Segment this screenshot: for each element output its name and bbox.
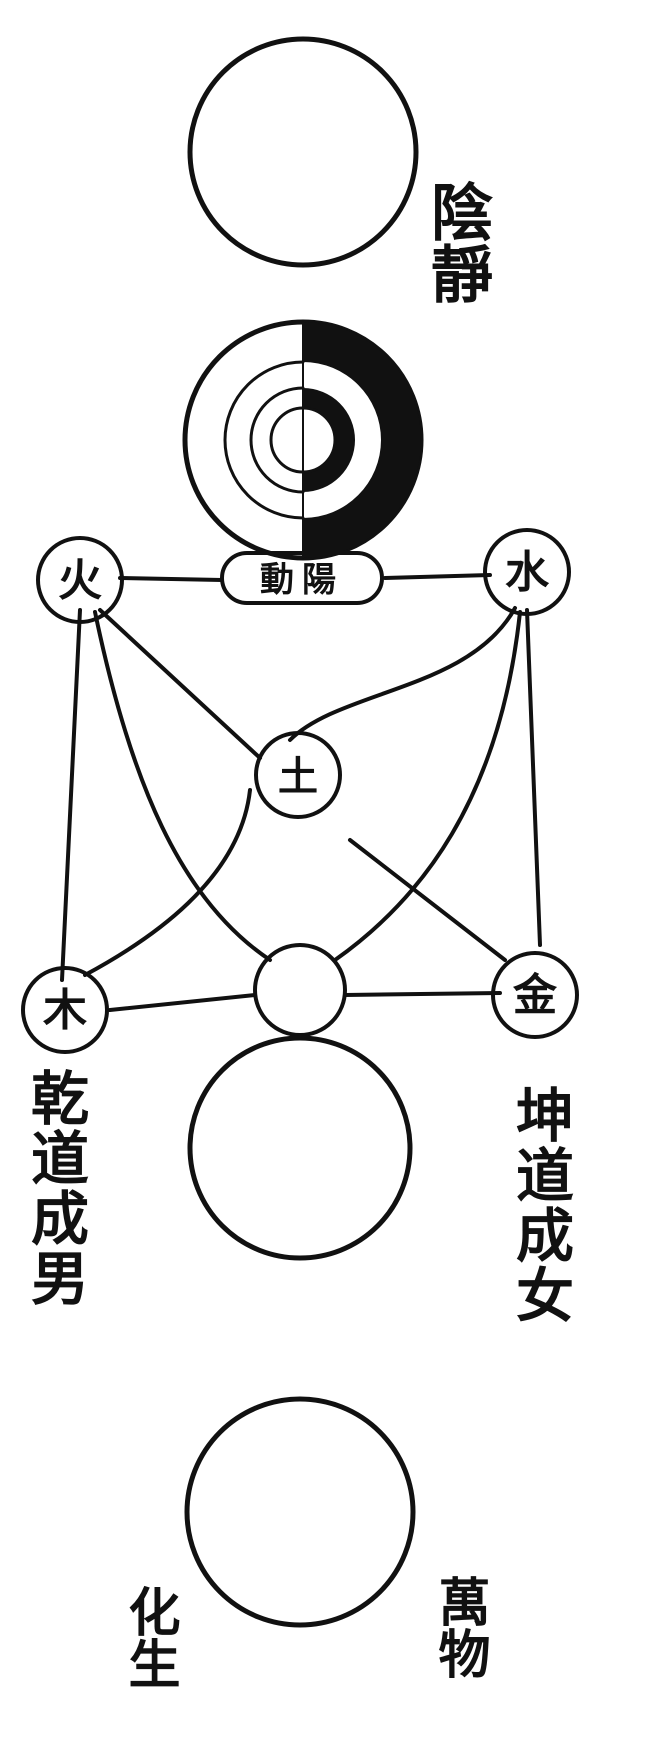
movement-capsule: 動陽 (222, 553, 382, 603)
earth-node: 土 (256, 733, 340, 817)
hua-sheng-label: 化生 (122, 1585, 176, 1689)
metal-node: 金 (493, 953, 577, 1037)
wanwu-circle (187, 1399, 413, 1625)
wood-label: 木 (43, 985, 87, 1036)
yin-yang-circle (185, 322, 421, 558)
wan-wu-label: 萬物 (432, 1575, 486, 1679)
earth-label: 土 (278, 753, 318, 800)
metal-label: 金 (512, 970, 558, 1021)
yin-jing-label: 陰靜 (425, 180, 487, 304)
water-node: 水 (485, 530, 569, 614)
wood-node: 木 (23, 968, 107, 1052)
movement-label: 動陽 (260, 560, 344, 600)
center-circle (255, 945, 345, 1035)
water-label: 水 (505, 547, 550, 598)
fire-label: 火 (58, 555, 102, 606)
qian-kun-circle (190, 1038, 410, 1258)
qian-dao-cheng-nan-label: 乾道成男 (25, 1068, 85, 1308)
wuji-circle (190, 39, 416, 265)
kun-dao-cheng-nv-label: 坤道成女 (510, 1085, 570, 1325)
